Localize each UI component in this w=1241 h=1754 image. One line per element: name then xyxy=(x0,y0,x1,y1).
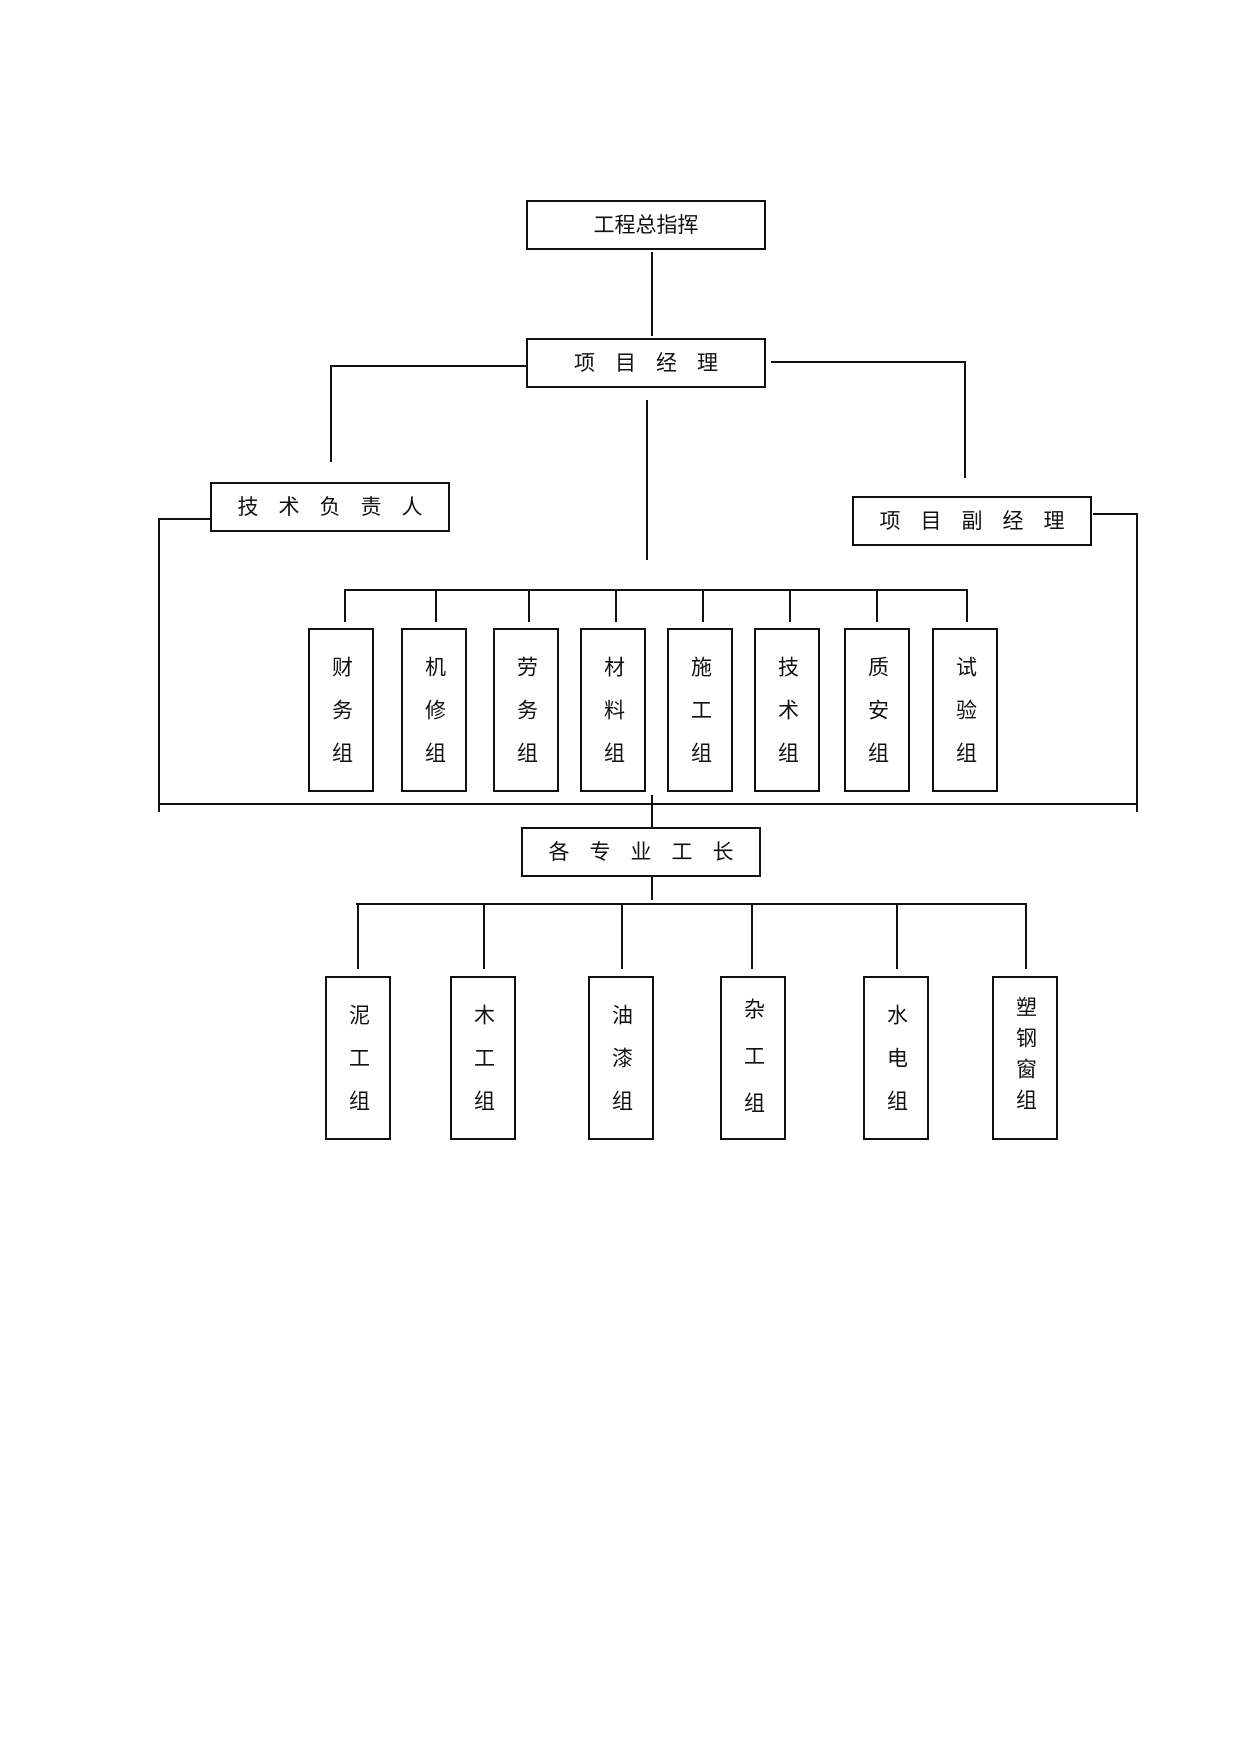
node-project-manager: 项目经理 xyxy=(526,338,766,388)
team-label-2: 木工组 xyxy=(471,1004,496,1133)
dept-node-8: 试验组 xyxy=(932,628,998,792)
node-deputy-manager: 项目副经理 xyxy=(852,496,1092,546)
dept-label-7: 质安组 xyxy=(865,656,890,785)
team-drop-4 xyxy=(751,903,753,969)
dept-drop-8 xyxy=(966,589,968,622)
node-tech-lead-label: 技术负责人 xyxy=(237,494,443,519)
dept-node-5: 施工组 xyxy=(667,628,733,792)
departments-bus xyxy=(344,589,968,591)
dept-drop-7 xyxy=(876,589,878,622)
dept-drop-5 xyxy=(702,589,704,622)
team-node-6: 塑钢窗组 xyxy=(992,976,1058,1140)
connector-bus-to-foremen xyxy=(651,795,653,829)
team-label-3: 油漆组 xyxy=(609,1004,634,1133)
node-trade-foremen-label: 各专业工长 xyxy=(548,839,754,864)
team-label-1: 泥工组 xyxy=(346,1004,371,1133)
node-deputy-manager-label: 项目副经理 xyxy=(879,508,1085,533)
dept-node-1: 财务组 xyxy=(308,628,374,792)
team-drop-6 xyxy=(1025,903,1027,969)
dept-label-4: 材料组 xyxy=(601,656,626,785)
dept-node-6: 技术组 xyxy=(754,628,820,792)
dept-label-1: 财务组 xyxy=(329,656,354,785)
dept-label-6: 技术组 xyxy=(775,656,800,785)
team-node-3: 油漆组 xyxy=(588,976,654,1140)
team-node-2: 木工组 xyxy=(450,976,516,1140)
node-project-manager-label: 项目经理 xyxy=(574,350,738,375)
foremen-bus xyxy=(160,803,1136,805)
dept-drop-4 xyxy=(615,589,617,622)
team-drop-1 xyxy=(357,903,359,969)
left-side-rail xyxy=(158,518,160,812)
team-label-6: 塑钢窗组 xyxy=(1013,996,1038,1120)
node-tech-lead: 技术负责人 xyxy=(210,482,450,532)
dept-drop-6 xyxy=(789,589,791,622)
dept-node-7: 质安组 xyxy=(844,628,910,792)
team-drop-5 xyxy=(896,903,898,969)
team-label-5: 水电组 xyxy=(884,1004,909,1133)
connector-foremen-to-teams xyxy=(651,877,653,900)
connector-manager-to-deputy-v xyxy=(964,361,966,478)
node-commander: 工程总指挥 xyxy=(526,200,766,250)
team-node-1: 泥工组 xyxy=(325,976,391,1140)
dept-label-5: 施工组 xyxy=(688,656,713,785)
deputy-stub xyxy=(1093,513,1137,515)
dept-label-2: 机修组 xyxy=(422,656,447,785)
node-commander-label: 工程总指挥 xyxy=(593,212,699,237)
right-side-rail xyxy=(1136,513,1138,812)
dept-node-2: 机修组 xyxy=(401,628,467,792)
team-node-4: 杂工组 xyxy=(720,976,786,1140)
connector-commander-to-manager xyxy=(651,252,653,336)
dept-drop-3 xyxy=(528,589,530,622)
connector-manager-to-departments xyxy=(646,400,648,560)
teams-bus xyxy=(356,903,1027,905)
node-trade-foremen: 各专业工长 xyxy=(521,827,761,877)
connector-manager-to-deputy-h xyxy=(771,361,965,363)
connector-manager-to-tech-lead-h xyxy=(330,365,527,367)
tech-lead-stub xyxy=(158,518,212,520)
dept-label-8: 试验组 xyxy=(953,656,978,785)
dept-node-4: 材料组 xyxy=(580,628,646,792)
dept-drop-1 xyxy=(344,589,346,622)
dept-label-3: 劳务组 xyxy=(514,656,539,785)
team-drop-2 xyxy=(483,903,485,969)
connector-manager-to-tech-lead-v xyxy=(330,365,332,462)
team-node-5: 水电组 xyxy=(863,976,929,1140)
dept-node-3: 劳务组 xyxy=(493,628,559,792)
team-label-4: 杂工组 xyxy=(741,998,766,1139)
team-drop-3 xyxy=(621,903,623,969)
dept-drop-2 xyxy=(435,589,437,622)
